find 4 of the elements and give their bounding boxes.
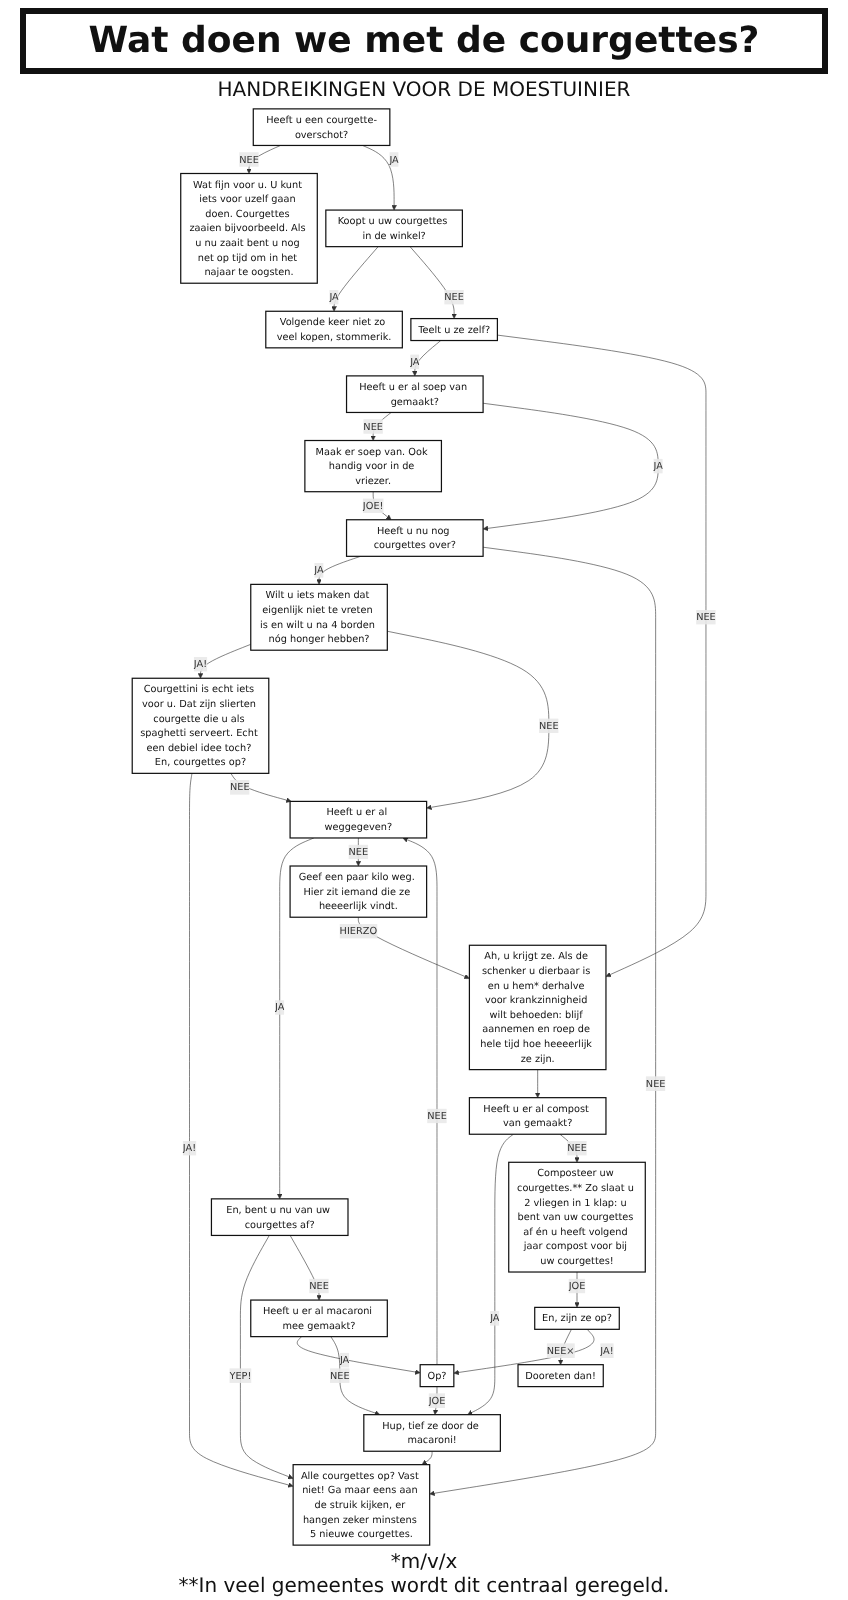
title-banner: Wat doen we met de courgettes? [20, 8, 828, 74]
subtitle: HANDREIKINGEN VOOR DE MOESTUINIER [215, 80, 633, 102]
footnote: **In veel gemeentes wordt dit centraal geregeld. [176, 1576, 672, 1598]
footnote: *m/v/x [388, 1552, 460, 1574]
